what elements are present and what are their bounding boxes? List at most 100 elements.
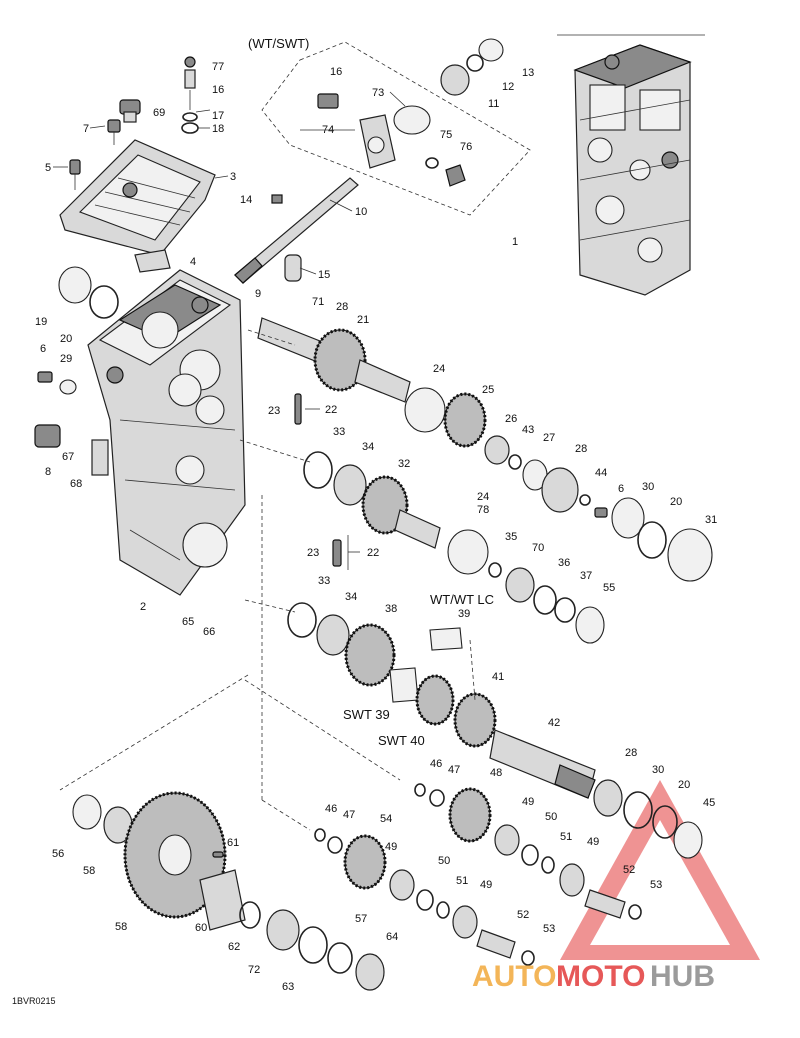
callout-53: 53 (650, 879, 662, 891)
callout-67: 67 (62, 451, 74, 463)
callout-76: 76 (460, 141, 472, 153)
callout-45: 45 (703, 797, 715, 809)
callout-56: 56 (52, 848, 64, 860)
callout-28: 28 (336, 301, 348, 313)
callout-41: 41 (492, 671, 504, 683)
callout-46: 46 (430, 758, 442, 770)
callout-44: 44 (595, 467, 607, 479)
callout-28b: 28 (575, 443, 587, 455)
callout-10: 10 (355, 206, 367, 218)
callout-33: 33 (333, 426, 345, 438)
callout-35: 35 (505, 531, 517, 543)
input-shaft-row (257, 317, 713, 582)
callout-52: 52 (623, 864, 635, 876)
callout-49b: 49 (587, 836, 599, 848)
callout-72: 72 (248, 964, 260, 976)
callout-19: 19 (35, 316, 47, 328)
callout-18: 18 (212, 123, 224, 135)
figure-code: 1BVR0215 (12, 996, 56, 1006)
callout-53b: 53 (543, 923, 555, 935)
callout-20b: 20 (670, 496, 682, 508)
variant-label: (WT/SWT) (248, 36, 309, 51)
callout-73: 73 (372, 87, 384, 99)
housing-side-parts (34, 266, 119, 476)
callout-7: 7 (83, 123, 89, 135)
callout-57: 57 (355, 913, 367, 925)
variant-group-outline (261, 41, 531, 216)
callout-5: 5 (45, 162, 51, 174)
callout-16: 16 (212, 84, 224, 96)
callout-43: 43 (522, 424, 534, 436)
callout-labels: (WT/SWT) 77 16 69 17 18 7 5 3 14 10 4 9 … (35, 36, 717, 993)
callout-16b: 16 (330, 66, 342, 78)
callout-1: 1 (512, 236, 518, 248)
callout-13: 13 (522, 67, 534, 79)
shift-shaft-assembly (234, 177, 359, 284)
callout-47b: 47 (343, 809, 355, 821)
reverse-gear-row (414, 783, 642, 920)
top-cover-part (59, 139, 216, 273)
callout-20c: 20 (678, 779, 690, 791)
leader-lines (53, 91, 406, 553)
callout-30: 30 (642, 481, 654, 493)
callout-65: 65 (182, 616, 194, 628)
callout-4: 4 (190, 256, 196, 268)
callout-15: 15 (318, 269, 330, 281)
counter-shaft-row (303, 451, 605, 644)
callout-34: 34 (362, 441, 374, 453)
callout-38: 38 (385, 603, 397, 615)
callout-61: 61 (227, 837, 239, 849)
callout-60: 60 (195, 922, 207, 934)
final-drive-row (72, 791, 385, 991)
callout-39: 39 (458, 608, 470, 620)
callout-6: 6 (40, 343, 46, 355)
callout-49: 49 (522, 796, 534, 808)
callout-50b: 50 (438, 855, 450, 867)
assembly-guide-lines (59, 329, 476, 831)
output-bearing-cluster (593, 779, 703, 859)
callout-12: 12 (502, 81, 514, 93)
wt-lc-label: WT/WT LC (430, 592, 494, 607)
callout-66: 66 (203, 626, 215, 638)
idler-gear-row (314, 828, 535, 966)
callout-58: 58 (83, 865, 95, 877)
callout-42: 42 (548, 717, 560, 729)
swt-39-label: SWT 39 (343, 707, 390, 722)
callout-71: 71 (312, 296, 324, 308)
callout-23: 23 (268, 405, 280, 417)
callout-49d: 49 (480, 879, 492, 891)
callout-22: 22 (325, 404, 337, 416)
callout-20: 20 (60, 333, 72, 345)
watermark-moto: MOTO (556, 960, 645, 993)
callout-77: 77 (212, 61, 224, 73)
callout-37: 37 (580, 570, 592, 582)
callout-6b: 6 (618, 483, 624, 495)
callout-69: 69 (153, 107, 165, 119)
callout-2: 2 (140, 601, 146, 613)
callout-8: 8 (45, 466, 51, 478)
callout-78: 78 (477, 504, 489, 516)
callout-46b: 46 (325, 803, 337, 815)
callout-14: 14 (240, 194, 252, 206)
callout-26: 26 (505, 413, 517, 425)
swt-40-label: SWT 40 (378, 733, 425, 748)
callout-33b: 33 (318, 575, 330, 587)
cover-fasteners (69, 56, 199, 190)
callout-58b: 58 (115, 921, 127, 933)
callout-51: 51 (560, 831, 572, 843)
callout-24b: 24 (477, 491, 489, 503)
callout-22b: 22 (367, 547, 379, 559)
callout-55: 55 (603, 582, 615, 594)
callout-64: 64 (386, 931, 398, 943)
callout-51b: 51 (456, 875, 468, 887)
callout-28c: 28 (625, 747, 637, 759)
callout-24: 24 (433, 363, 445, 375)
detent-pins-upper (294, 393, 302, 425)
callout-23b: 23 (307, 547, 319, 559)
variant-parts (317, 38, 504, 187)
callout-30b: 30 (652, 764, 664, 776)
callout-49c: 49 (385, 841, 397, 853)
callout-50: 50 (545, 811, 557, 823)
callout-70: 70 (532, 542, 544, 554)
